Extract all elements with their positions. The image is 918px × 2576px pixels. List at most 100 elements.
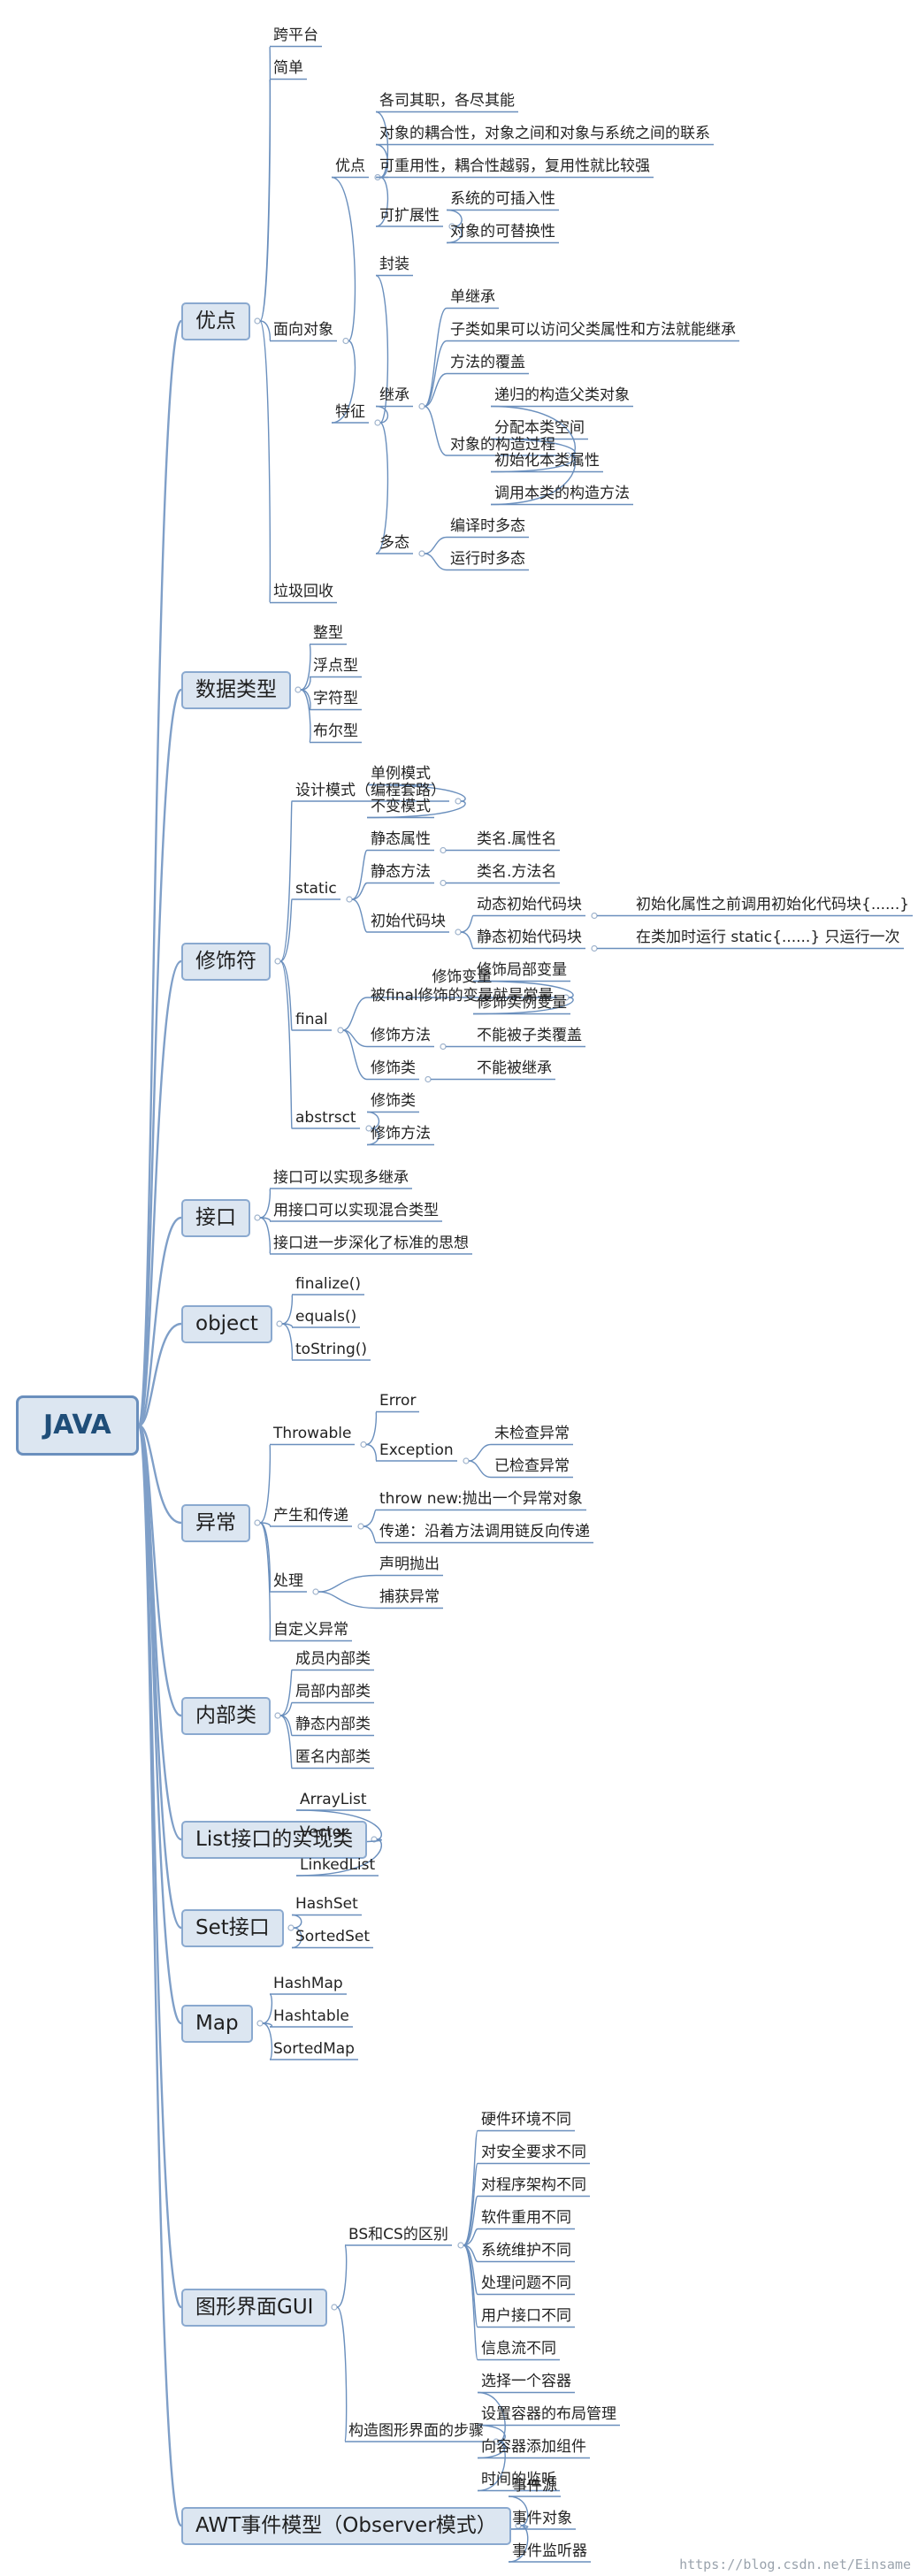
tree-node-88[interactable]: 软件重用不同 <box>481 2209 571 2227</box>
tree-node-85[interactable]: 硬件环境不同 <box>481 2111 571 2129</box>
tree-node-21[interactable]: 调用本类的构造方法 <box>494 485 630 502</box>
branch-12[interactable]: AWT事件模型（Observer模式） <box>181 2506 511 2545</box>
tree-node-1[interactable]: 跨平台 <box>273 27 318 44</box>
tree-node-52[interactable]: 修饰类 <box>371 1092 416 1110</box>
branch-3[interactable]: 修饰符 <box>181 942 271 981</box>
tree-node-51[interactable]: abstrsct <box>295 1108 356 1127</box>
tree-node-26[interactable]: 整型 <box>313 624 343 642</box>
tree-node-92[interactable]: 信息流不同 <box>481 2340 556 2358</box>
tree-node-37[interactable]: 类名.方法名 <box>477 863 557 881</box>
tree-node-9[interactable]: 系统的可插入性 <box>450 190 555 208</box>
tree-node-14[interactable]: 单继承 <box>450 288 495 306</box>
tree-node-91[interactable]: 用户接口不同 <box>481 2307 571 2325</box>
tree-node-27[interactable]: 浮点型 <box>313 657 358 675</box>
tree-node-69[interactable]: 声明抛出 <box>379 1556 440 1573</box>
tree-node-55[interactable]: 用接口可以实现混合类型 <box>273 1201 439 1219</box>
tree-node-50[interactable]: 不能被继承 <box>477 1059 552 1077</box>
tree-node-79[interactable]: HashSet <box>295 1895 358 1913</box>
tree-node-96[interactable]: 向容器添加组件 <box>481 2438 586 2456</box>
tree-node-3[interactable]: 面向对象 <box>273 321 333 339</box>
tree-node-75[interactable]: 匿名内部类 <box>295 1748 371 1766</box>
tree-node-36[interactable]: 静态方法 <box>371 863 431 881</box>
tree-node-60[interactable]: Throwable <box>273 1425 352 1442</box>
tree-node-15[interactable]: 子类如果可以访问父类属性和方法就能继承 <box>450 321 736 339</box>
tree-node-2[interactable]: 简单 <box>273 59 303 77</box>
tree-node-20[interactable]: 初始化本类属性 <box>494 452 600 470</box>
tree-node-58[interactable]: equals() <box>295 1307 357 1326</box>
tree-node-11[interactable]: 特征 <box>335 402 365 421</box>
tree-node-16[interactable]: 方法的覆盖 <box>450 354 525 371</box>
tree-node-76[interactable]: ArrayList <box>300 1790 367 1808</box>
tree-node-29[interactable]: 布尔型 <box>313 722 358 740</box>
tree-node-63[interactable]: 未检查异常 <box>494 1425 570 1442</box>
branch-11[interactable]: 图形界面GUI <box>181 2288 328 2327</box>
branch-9[interactable]: Set接口 <box>181 1908 284 1947</box>
tree-node-32[interactable]: 不变模式 <box>371 798 431 815</box>
branch-6[interactable]: 异常 <box>181 1503 250 1542</box>
tree-node-6[interactable]: 对象的耦合性，对象之间和对象与系统之间的联系 <box>379 125 710 142</box>
tree-node-98[interactable]: 事件源 <box>512 2476 557 2495</box>
tree-node-42[interactable]: 在类加时运行 static{......} 只运行一次 <box>636 929 900 946</box>
tree-node-25[interactable]: 垃圾回收 <box>273 583 333 600</box>
tree-node-84[interactable]: BS和CS的区别 <box>348 2225 448 2243</box>
tree-node-59[interactable]: toString() <box>295 1340 368 1358</box>
tree-node-66[interactable]: throw new:抛出一个异常对象 <box>379 1490 583 1508</box>
tree-node-56[interactable]: 接口进一步深化了标准的思想 <box>273 1234 469 1252</box>
tree-node-70[interactable]: 捕获异常 <box>379 1588 440 1606</box>
tree-node-64[interactable]: 已检查异常 <box>494 1457 570 1475</box>
tree-node-86[interactable]: 对安全要求不同 <box>481 2144 586 2161</box>
branch-5[interactable]: object <box>181 1304 272 1343</box>
tree-node-87[interactable]: 对程序架构不同 <box>481 2176 586 2194</box>
branch-8[interactable]: List接口的实现类 <box>181 1820 368 1859</box>
tree-node-83[interactable]: SortedMap <box>273 2039 355 2058</box>
root-node-java[interactable]: JAVA <box>16 1395 139 1456</box>
tree-node-77[interactable]: Vector <box>300 1823 348 1841</box>
tree-node-38[interactable]: 初始代码块 <box>371 912 446 930</box>
tree-node-18[interactable]: 递归的构造父类对象 <box>494 386 630 404</box>
tree-node-54[interactable]: 接口可以实现多继承 <box>273 1168 409 1187</box>
tree-node-5[interactable]: 各司其职，各尽其能 <box>379 92 515 110</box>
tree-node-65[interactable]: 产生和传递 <box>273 1506 348 1525</box>
tree-node-23[interactable]: 编译时多态 <box>450 517 525 535</box>
tree-node-40[interactable]: 初始化属性之前调用初始化代码块{......} <box>636 896 910 913</box>
branch-2[interactable]: 数据类型 <box>181 670 291 709</box>
tree-node-22[interactable]: 多态 <box>379 533 409 552</box>
tree-node-45[interactable]: 修饰局部变量 <box>477 961 567 979</box>
tree-node-47[interactable]: 修饰方法 <box>371 1027 431 1044</box>
tree-node-17[interactable]: 对象的构造过程 <box>450 435 555 454</box>
tree-node-46[interactable]: 修饰实例变量 <box>477 994 567 1012</box>
tree-node-8[interactable]: 可扩展性 <box>379 206 440 225</box>
tree-node-80[interactable]: SortedSet <box>295 1928 371 1945</box>
tree-node-39[interactable]: 动态初始代码块 <box>477 896 582 913</box>
tree-node-7[interactable]: 可重用性，耦合性越弱，复用性就比较强 <box>379 157 650 175</box>
tree-node-90[interactable]: 处理问题不同 <box>481 2274 571 2292</box>
tree-node-71[interactable]: 自定义异常 <box>273 1621 348 1639</box>
tree-node-48[interactable]: 不能被子类覆盖 <box>477 1027 582 1044</box>
tree-node-89[interactable]: 系统维护不同 <box>481 2242 571 2259</box>
tree-node-61[interactable]: Error <box>379 1392 417 1410</box>
tree-node-95[interactable]: 设置容器的布局管理 <box>481 2405 616 2423</box>
tree-node-73[interactable]: 局部内部类 <box>295 1683 371 1701</box>
tree-node-99[interactable]: 事件对象 <box>512 2509 572 2527</box>
tree-node-68[interactable]: 处理 <box>273 1571 303 1590</box>
tree-node-49[interactable]: 修饰类 <box>371 1059 416 1077</box>
branch-7[interactable]: 内部类 <box>181 1696 271 1735</box>
tree-node-81[interactable]: HashMap <box>273 1974 343 1992</box>
tree-node-57[interactable]: finalize() <box>295 1274 361 1293</box>
branch-10[interactable]: Map <box>181 2004 253 2043</box>
tree-node-33[interactable]: static <box>295 879 337 898</box>
tree-node-19[interactable]: 分配本类空间 <box>494 419 585 437</box>
tree-node-41[interactable]: 静态初始代码块 <box>477 929 582 946</box>
tree-node-82[interactable]: Hashtable <box>273 2007 349 2025</box>
tree-node-34[interactable]: 静态属性 <box>371 830 431 848</box>
branch-1[interactable]: 优点 <box>181 302 250 340</box>
tree-node-53[interactable]: 修饰方法 <box>371 1125 431 1143</box>
tree-node-97[interactable]: 时间的监听 <box>481 2471 556 2488</box>
tree-node-94[interactable]: 选择一个容器 <box>481 2373 571 2390</box>
tree-node-93[interactable]: 构造图形界面的步骤 <box>348 2421 484 2440</box>
tree-node-100[interactable]: 事件监听器 <box>512 2542 587 2560</box>
tree-node-30[interactable]: 设计模式（编程套路） <box>295 781 446 799</box>
tree-node-4[interactable]: 优点 <box>335 157 365 175</box>
tree-node-72[interactable]: 成员内部类 <box>295 1650 371 1668</box>
tree-node-67[interactable]: 传递：沿着方法调用链反向传递 <box>379 1523 590 1540</box>
